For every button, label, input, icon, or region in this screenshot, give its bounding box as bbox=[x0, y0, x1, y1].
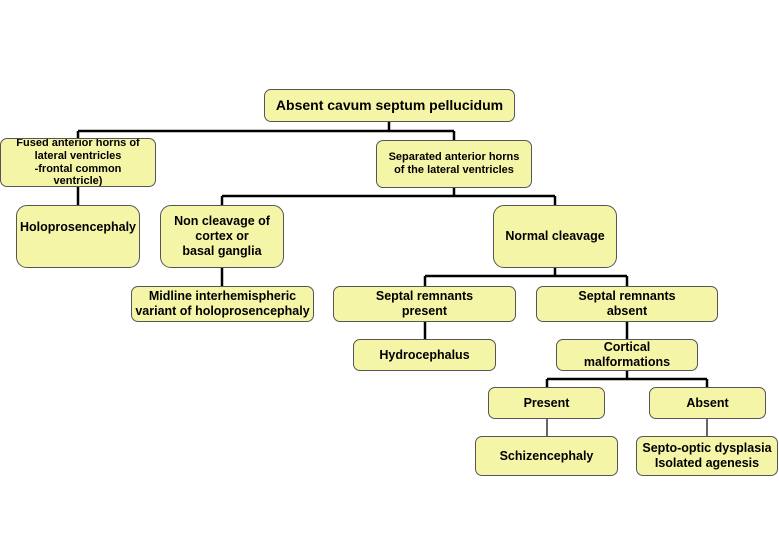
septal-absent-label: Septal remnants absent bbox=[578, 289, 676, 318]
septal-present-node: Septal remnants present bbox=[333, 286, 516, 322]
normal-cleavage-node: Normal cleavage bbox=[493, 205, 617, 268]
present-node: Present bbox=[488, 387, 605, 419]
normal-cleavage-label: Normal cleavage bbox=[505, 229, 605, 243]
midline-variant-label: Midline interhemispheric variant of holo… bbox=[135, 289, 310, 318]
midline-variant-node: Midline interhemispheric variant of holo… bbox=[131, 286, 314, 322]
separated-horns-label: Separated anterior horns of the lateral … bbox=[388, 150, 520, 176]
cortical-malformations-node: Cortical malformations bbox=[556, 339, 698, 371]
septal-absent-node: Septal remnants absent bbox=[536, 286, 718, 322]
holoprosencephaly-label: Holoprosencephaly bbox=[20, 220, 136, 234]
cortical-malformations-label: Cortical malformations bbox=[583, 340, 671, 369]
holoprosencephaly-node: Holoprosencephaly bbox=[16, 205, 140, 268]
schizencephaly-node: Schizencephaly bbox=[475, 436, 618, 476]
separated-horns-node: Separated anterior horns of the lateral … bbox=[376, 140, 532, 188]
septal-present-label: Septal remnants present bbox=[375, 289, 474, 318]
absent-label: Absent bbox=[686, 395, 729, 410]
fused-horns-label: Fused anterior horns of lateral ventricl… bbox=[16, 138, 140, 187]
septo-optic-label: Septo-optic dysplasia Isolated agenesis bbox=[642, 441, 772, 470]
hydrocephalus-label: Hydrocephalus bbox=[379, 347, 470, 362]
non-cleavage-node: Non cleavage of cortex or basal ganglia bbox=[160, 205, 284, 268]
root-node: Absent cavum septum pellucidum bbox=[264, 89, 515, 122]
non-cleavage-label: Non cleavage of cortex or basal ganglia bbox=[174, 214, 270, 258]
septo-optic-node: Septo-optic dysplasia Isolated agenesis bbox=[636, 436, 778, 476]
present-label: Present bbox=[523, 395, 570, 410]
schizencephaly-label: Schizencephaly bbox=[499, 448, 594, 463]
fused-horns-node: Fused anterior horns of lateral ventricl… bbox=[0, 138, 156, 187]
absent-node: Absent bbox=[649, 387, 766, 419]
hydrocephalus-node: Hydrocephalus bbox=[353, 339, 496, 371]
root-label: Absent cavum septum pellucidum bbox=[275, 97, 504, 114]
